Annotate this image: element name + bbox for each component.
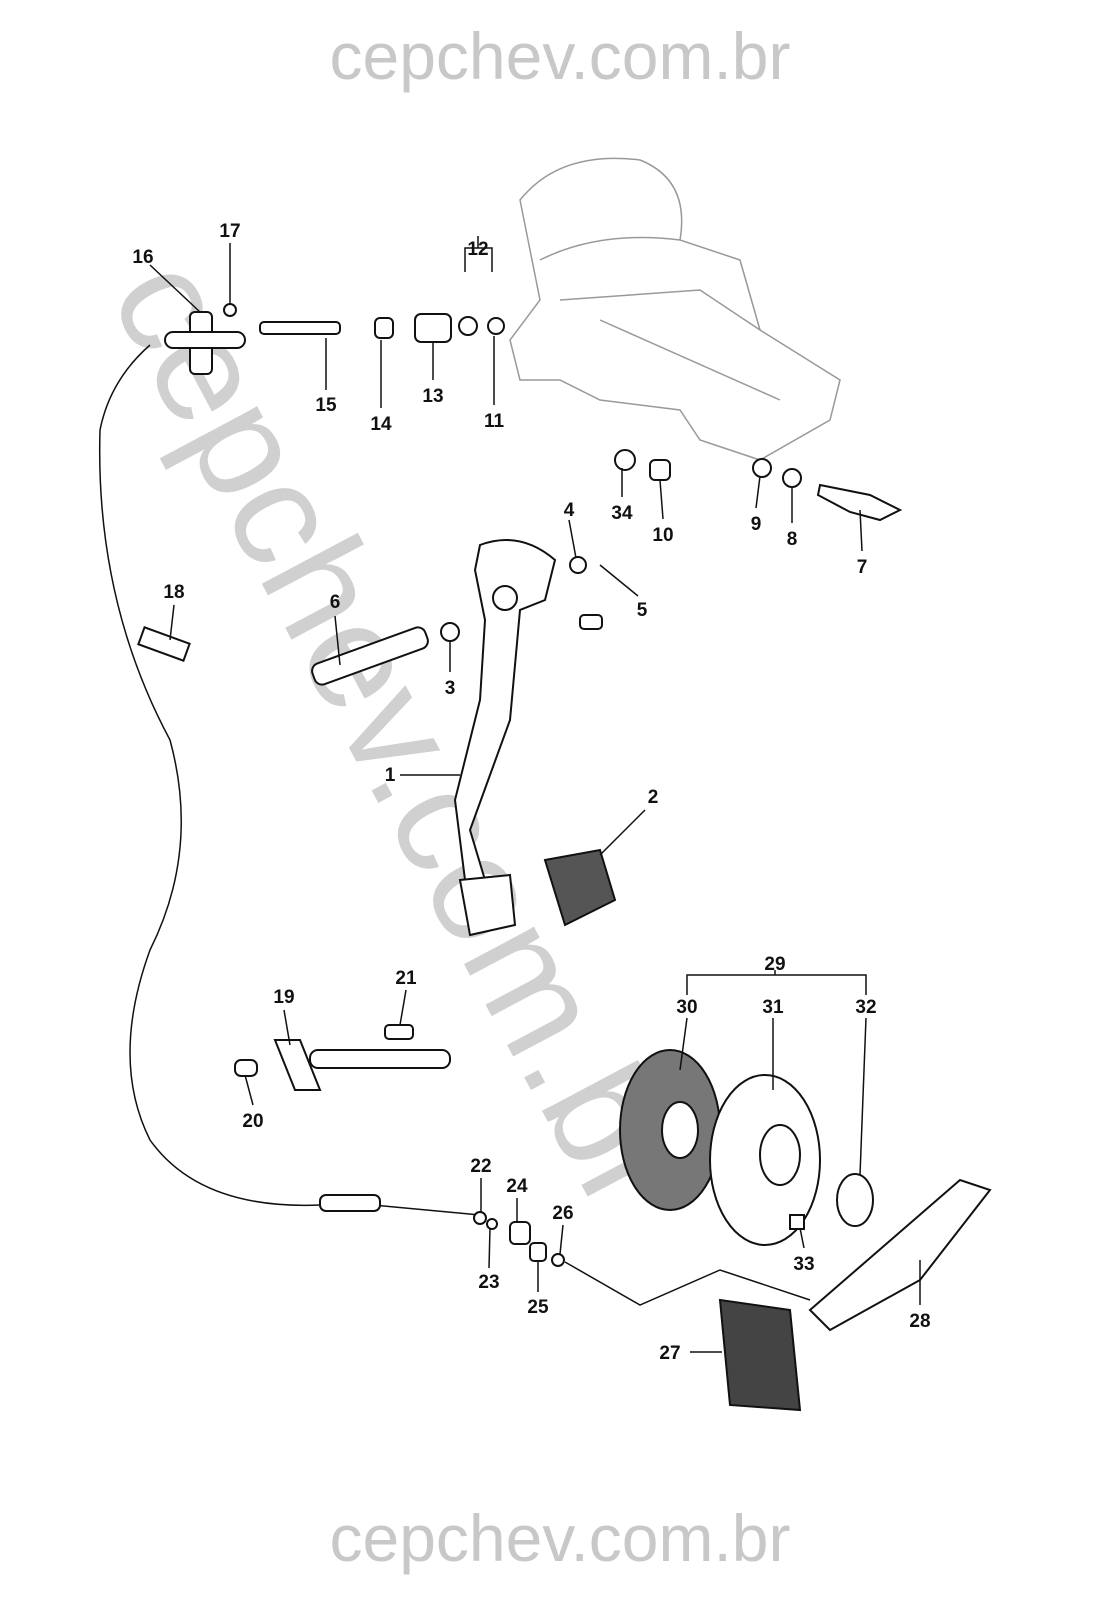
part-label-15: 15 — [315, 395, 337, 416]
clutch-cable — [98, 344, 321, 1207]
clutch-assembly — [619, 1049, 992, 1412]
part-label-31: 31 — [762, 997, 784, 1018]
part-label-24: 24 — [506, 1176, 528, 1197]
part-label-16: 16 — [132, 247, 153, 268]
part-label-6: 6 — [330, 592, 341, 613]
part-label-13: 13 — [422, 386, 443, 407]
part-label-30: 30 — [676, 997, 697, 1018]
part-label-21: 21 — [395, 968, 417, 989]
part-label-2: 2 — [648, 787, 659, 808]
pedal-bracket-background — [509, 157, 841, 461]
part-label-18: 18 — [163, 582, 184, 603]
part-label-25: 25 — [527, 1297, 549, 1318]
cable-end-parts — [319, 1194, 811, 1306]
part-label-19: 19 — [273, 987, 294, 1008]
leader-lines — [149, 243, 921, 1353]
part-label-4: 4 — [564, 500, 575, 521]
part-label-29: 29 — [764, 954, 785, 975]
part-label-32: 32 — [855, 997, 876, 1018]
nut-washer-row — [614, 449, 903, 522]
part-label-27: 27 — [659, 1343, 680, 1364]
part-label-28: 28 — [909, 1311, 930, 1332]
watermark-bottom: cepchev.com.br — [329, 1501, 791, 1575]
cable-bracket — [234, 1024, 451, 1091]
part-label-23: 23 — [478, 1272, 499, 1293]
part-label-33: 33 — [793, 1254, 814, 1275]
part-label-3: 3 — [445, 678, 456, 699]
part-label-10: 10 — [652, 525, 673, 546]
part-label-9: 9 — [751, 514, 762, 535]
part-label-8: 8 — [787, 529, 798, 550]
part-label-11: 11 — [484, 411, 505, 432]
part-label-17: 17 — [219, 221, 240, 242]
part-label-26: 26 — [552, 1203, 573, 1224]
part-label-34: 34 — [611, 503, 633, 524]
part-label-5: 5 — [637, 600, 648, 621]
part-label-20: 20 — [242, 1111, 263, 1132]
part-label-14: 14 — [370, 414, 392, 435]
part-label-12: 12 — [467, 239, 488, 260]
watermark-top: cepchev.com.br — [329, 19, 791, 93]
part-label-22: 22 — [470, 1156, 491, 1177]
part-label-7: 7 — [857, 557, 868, 578]
part-label-1: 1 — [385, 765, 396, 786]
upper-pin-assembly — [164, 303, 505, 375]
clutch-pedal — [137, 539, 617, 937]
